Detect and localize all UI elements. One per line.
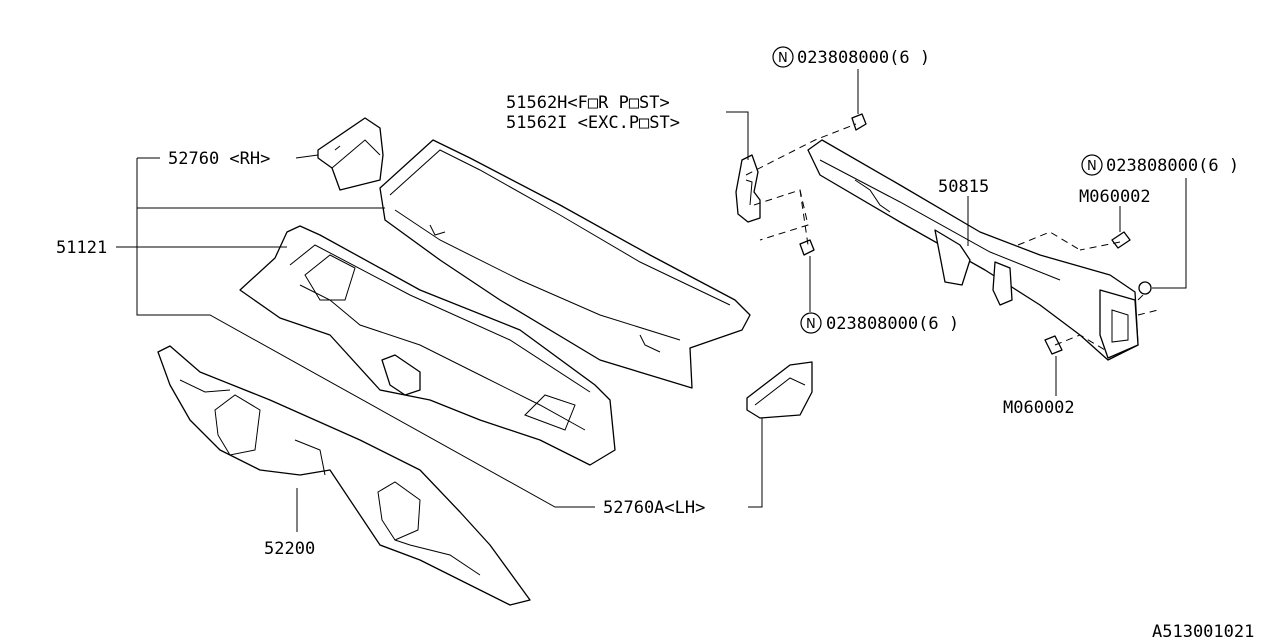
label-51562i: 51562I <EXC.P□ST> bbox=[506, 113, 680, 133]
nut-marker-right: N bbox=[1087, 159, 1097, 174]
label-52760-rh: 52760 <RH> bbox=[168, 149, 270, 169]
lh-side-panel-part bbox=[746, 361, 813, 419]
nut-marker-icon-top bbox=[772, 46, 794, 68]
label-50815: 50815 bbox=[938, 177, 989, 197]
nut-mid-part bbox=[799, 239, 815, 256]
nut-marker-top: N bbox=[778, 51, 788, 66]
bolt-upper-part bbox=[1111, 231, 1131, 249]
label-m060002-upper: M060002 bbox=[1079, 187, 1151, 207]
label-52760a-lh: 52760A<LH> bbox=[603, 498, 705, 518]
label-nut-mid: 023808000(6 ) bbox=[826, 314, 959, 334]
label-nut-right: 023808000(6 ) bbox=[1106, 156, 1239, 176]
rh-side-panel-part bbox=[317, 117, 384, 191]
leader-lines bbox=[116, 69, 1187, 532]
nut-right-part bbox=[1138, 281, 1152, 295]
dash-insulator-part bbox=[157, 345, 531, 606]
nut-marker-icon-right bbox=[1081, 154, 1103, 176]
nut-marker-icon-mid bbox=[800, 312, 822, 334]
label-52200: 52200 bbox=[264, 539, 315, 559]
nut-top-part bbox=[851, 113, 867, 131]
cross-beam-part bbox=[807, 139, 1139, 361]
nut-marker-mid: N bbox=[806, 317, 816, 332]
cowl-lower-panel-part bbox=[239, 225, 616, 466]
label-nut-top: 023808000(6 ) bbox=[797, 48, 930, 68]
diagram-id: A513001021 bbox=[1152, 622, 1254, 640]
label-51121: 51121 bbox=[56, 238, 107, 258]
label-51562h: 51562H<F□R P□ST> bbox=[506, 93, 670, 113]
post-bracket-part bbox=[735, 154, 761, 223]
attachment-dashes bbox=[745, 123, 1159, 351]
bolt-lower-part bbox=[1044, 335, 1063, 355]
label-m060002-lower: M060002 bbox=[1003, 398, 1075, 418]
cowl-top-panel-part bbox=[379, 139, 751, 389]
